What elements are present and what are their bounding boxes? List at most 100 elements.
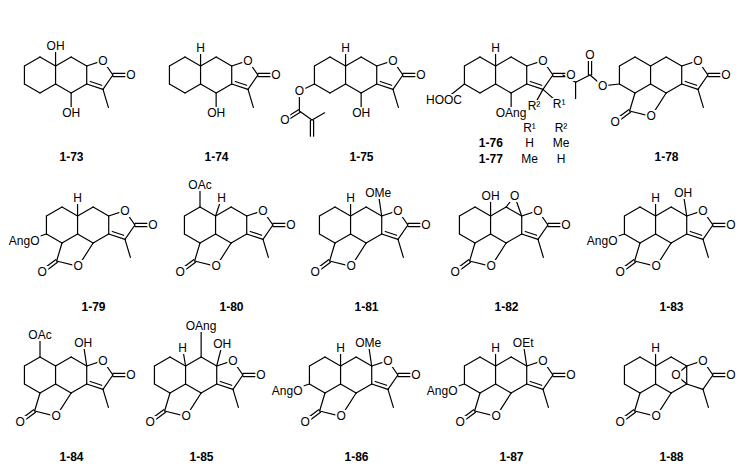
bond-line xyxy=(687,384,703,389)
atom-label: O xyxy=(382,355,393,367)
atom-label: O xyxy=(97,55,108,67)
bond-line xyxy=(459,234,475,243)
atom-label: O xyxy=(255,369,266,381)
atom-label: HOOC xyxy=(425,94,463,106)
atom-label: AngO xyxy=(586,235,619,247)
bond-line xyxy=(314,84,330,93)
bond-line xyxy=(640,207,656,216)
atom-label: O xyxy=(697,355,708,367)
bond-line xyxy=(93,207,109,216)
bond-line xyxy=(319,234,335,243)
atom-label: OEt xyxy=(512,337,535,349)
bond-line xyxy=(216,84,232,93)
bond-line xyxy=(312,113,325,120)
bond-line xyxy=(90,81,101,85)
bond-line xyxy=(184,207,200,216)
bond-line xyxy=(371,366,372,384)
atom-label: O xyxy=(387,55,398,67)
compound-number: 1-84 xyxy=(58,451,84,463)
atom-label: OAng xyxy=(495,107,528,119)
bond-line xyxy=(385,231,396,235)
bond-line xyxy=(361,57,377,66)
bond-line xyxy=(103,89,108,107)
bond-line xyxy=(170,357,186,366)
atom-label: O xyxy=(175,266,186,278)
atom-label: O xyxy=(509,190,520,202)
bond-line xyxy=(186,384,202,393)
bond-line xyxy=(40,57,56,66)
atom-label: OH xyxy=(73,337,93,349)
bond-line xyxy=(62,234,78,243)
bond-line xyxy=(78,207,94,216)
atom-label: O xyxy=(242,55,253,67)
bond-line xyxy=(216,366,217,384)
bond-line xyxy=(506,234,522,243)
compound-number: 1-80 xyxy=(218,301,244,313)
bond-line xyxy=(464,66,465,84)
atom-label: O xyxy=(670,369,681,381)
compound-number: 1-73 xyxy=(58,151,84,163)
bond-line xyxy=(681,66,682,84)
bond-line xyxy=(24,384,40,393)
atom-label: OMe xyxy=(364,187,392,199)
bond-line xyxy=(480,57,496,66)
compound-number: 1-78 xyxy=(653,151,679,163)
bond-line xyxy=(671,207,687,216)
bond-line xyxy=(619,84,635,93)
bond-line xyxy=(86,366,87,384)
atom-label: H xyxy=(177,342,188,354)
bond-line xyxy=(346,84,362,93)
bond-line xyxy=(319,207,335,216)
atom-label: O xyxy=(584,49,595,61)
bond-line xyxy=(480,84,496,93)
bond-line xyxy=(543,389,548,407)
atom-label: AngO xyxy=(426,385,459,397)
bond-line xyxy=(464,84,480,93)
atom-label: O xyxy=(450,266,461,278)
atom-label: OAc xyxy=(187,179,212,191)
bond-line xyxy=(325,357,341,366)
atom-label: O xyxy=(270,69,281,81)
atom-label: Me xyxy=(520,153,539,165)
bond-line xyxy=(703,375,713,389)
bond-line xyxy=(46,234,62,243)
bond-line xyxy=(24,357,40,366)
bond-line xyxy=(235,81,246,85)
bond-line xyxy=(108,216,109,234)
bond-line xyxy=(361,84,377,93)
bond-line xyxy=(125,239,130,257)
bond-line xyxy=(538,239,543,257)
atom-label: O xyxy=(51,410,62,422)
bond-line xyxy=(366,234,382,243)
bond-line xyxy=(703,239,708,257)
bond-line xyxy=(299,111,312,120)
bond-line xyxy=(459,207,475,216)
bond-line xyxy=(170,384,186,393)
bond-line xyxy=(77,216,78,234)
bond-line xyxy=(201,84,217,93)
bond-line xyxy=(635,243,640,261)
bond-line xyxy=(93,234,109,243)
atom-label: O xyxy=(725,369,736,381)
bond-line xyxy=(345,66,346,84)
bond-line xyxy=(530,381,541,385)
bond-line xyxy=(195,243,200,261)
bond-line xyxy=(231,234,247,243)
bond-line xyxy=(496,357,512,366)
compound-number: 1-86 xyxy=(343,451,369,463)
bond-line xyxy=(356,384,372,393)
bond-line xyxy=(184,216,185,234)
bond-line xyxy=(656,207,672,216)
bond-line xyxy=(671,234,687,243)
atom-label: O xyxy=(491,410,502,422)
atom-label: OH xyxy=(61,107,81,119)
bond-line xyxy=(656,357,672,366)
atom-label: R² xyxy=(554,122,569,134)
bond-line xyxy=(475,393,480,411)
bond-line xyxy=(491,234,507,243)
atom-label: O xyxy=(610,116,621,128)
atom-label: OAng xyxy=(185,320,218,332)
bond-line xyxy=(103,75,113,89)
